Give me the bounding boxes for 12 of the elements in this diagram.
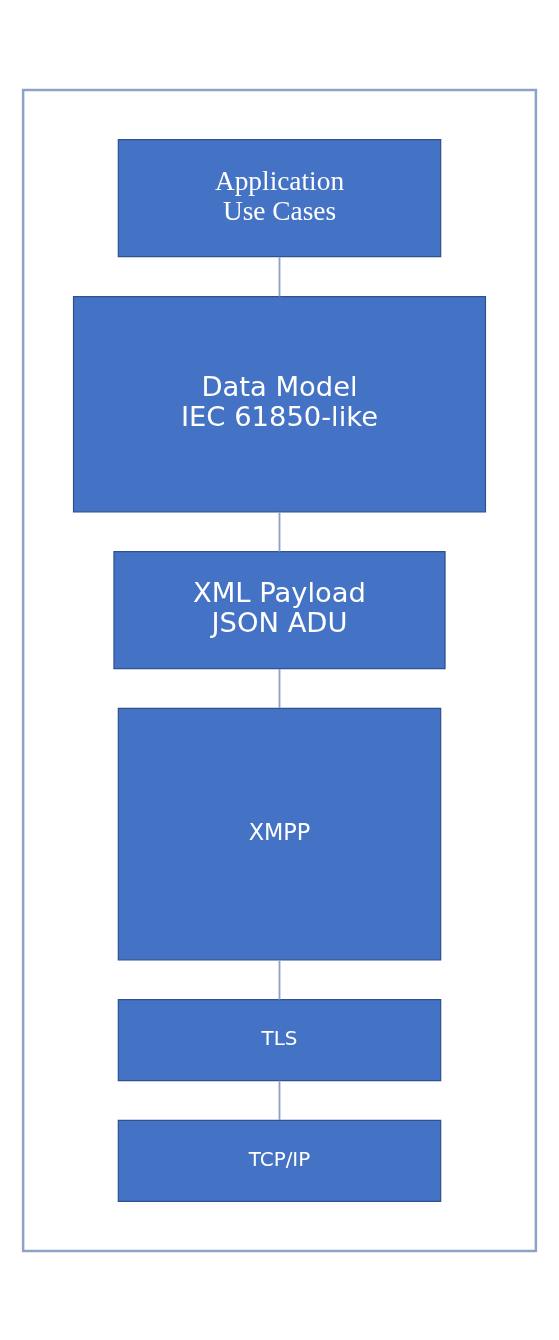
- node-box: XML Payload JSON ADU: [113, 550, 446, 669]
- node-box: Data Model IEC 61850-like: [72, 295, 487, 512]
- connector: [278, 1079, 281, 1121]
- connector: [278, 667, 281, 709]
- connector: [278, 255, 281, 297]
- connector: [278, 958, 281, 1001]
- node-box: Application Use Cases: [117, 138, 442, 257]
- connector: [278, 510, 281, 552]
- node-box: TCP/IP: [117, 1119, 442, 1202]
- cluster: [21, 88, 538, 1252]
- node-box: XMPP: [117, 707, 442, 960]
- node-box: TLS: [117, 998, 442, 1081]
